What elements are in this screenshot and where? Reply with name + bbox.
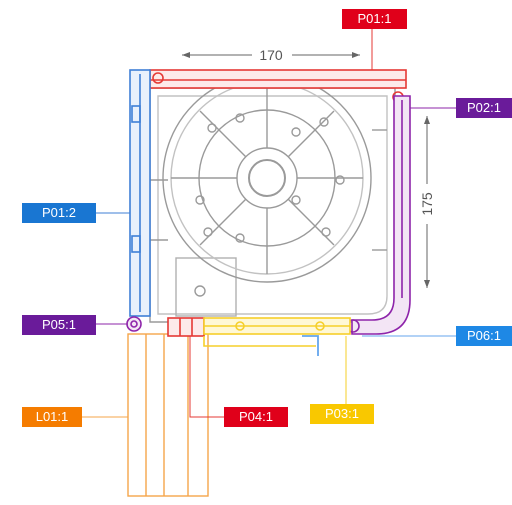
label-p02-1: P02:1 <box>456 98 512 118</box>
leader-lines <box>82 21 456 418</box>
label-p01-1: P01:1 <box>342 9 407 29</box>
width-dimension: 170 <box>182 44 360 64</box>
width-dimension-label: 170 <box>259 47 283 63</box>
label-p06-1: P06:1 <box>456 326 512 346</box>
height-dimension: 175 <box>417 116 437 288</box>
drum-pulley <box>162 73 372 283</box>
label-l01-1: L01:1 <box>22 407 82 427</box>
profile-p04-1 <box>167 317 205 337</box>
profile-p01-1 <box>149 69 407 103</box>
label-p04-1: P04:1 <box>224 407 288 427</box>
label-p03-1: P03:1 <box>310 404 374 424</box>
profile-p05-1 <box>126 316 142 332</box>
box-housing <box>149 87 396 323</box>
height-dimension-label: 175 <box>419 192 435 216</box>
profile-p01-2 <box>129 69 151 317</box>
label-p01-2: P01:2 <box>22 203 96 223</box>
slat-l01-1 <box>127 333 209 497</box>
profile-p06-1 <box>302 335 319 356</box>
profile-p02-1 <box>346 95 411 335</box>
label-p05-1: P05:1 <box>22 315 96 335</box>
profile-p03-1 <box>203 317 351 347</box>
